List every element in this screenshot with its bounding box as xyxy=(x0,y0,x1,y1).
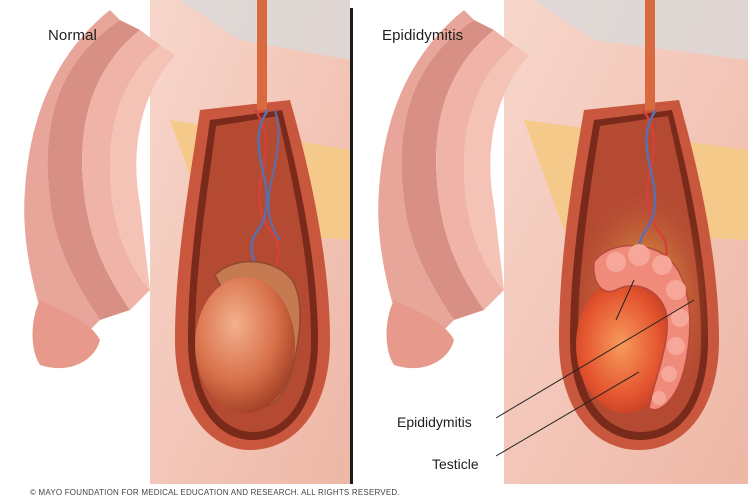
panel-divider xyxy=(350,8,353,484)
testicle-normal xyxy=(195,277,295,413)
normal-anatomy-illustration xyxy=(0,0,350,484)
panel-title-epididymitis: Epididymitis xyxy=(382,27,463,44)
label-epididymitis: Epididymitis xyxy=(397,414,472,430)
panel-title-normal: Normal xyxy=(48,27,97,44)
panel-normal: Normal xyxy=(0,0,350,484)
epididymitis-anatomy-illustration xyxy=(354,0,748,484)
copyright-notice: © MAYO FOUNDATION FOR MEDICAL EDUCATION … xyxy=(30,488,400,497)
panel-epididymitis: Epididymitis xyxy=(354,0,748,484)
label-testicle: Testicle xyxy=(432,456,479,472)
